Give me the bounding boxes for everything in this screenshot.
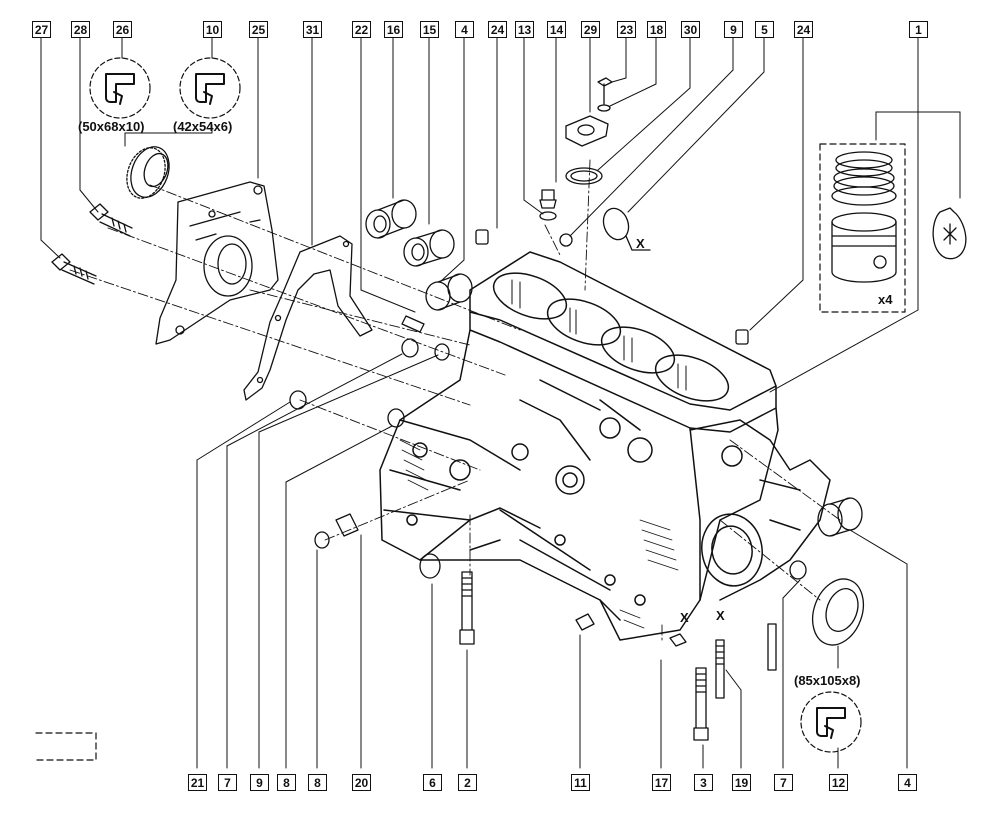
seal-12-dimension: (85x105x8) — [794, 673, 861, 688]
callout-12: 12 — [829, 774, 848, 791]
callout-6: 6 — [423, 774, 442, 791]
bush-4-right — [817, 497, 863, 537]
callout-13: 13 — [515, 21, 534, 38]
seal-profile-circles — [89, 57, 862, 753]
seal-10-dimension: (42x54x6) — [173, 119, 233, 134]
callout-14: 14 — [547, 21, 566, 38]
piston-pin-bag — [932, 207, 967, 260]
gasket-31 — [243, 235, 373, 401]
callout-24-right: 24 — [794, 21, 813, 38]
seal-10 — [126, 146, 170, 199]
callout-2: 2 — [458, 774, 477, 791]
callout-7-left: 7 — [218, 774, 237, 791]
callout-8-b: 8 — [308, 774, 327, 791]
callout-22: 22 — [352, 21, 371, 38]
callout-28: 28 — [71, 21, 90, 38]
leader-lines — [40, 37, 961, 769]
bearing-4 — [425, 273, 473, 311]
x-mark-stud-a: X — [680, 610, 689, 625]
callout-15: 15 — [420, 21, 439, 38]
callout-4-bottom: 4 — [898, 774, 917, 791]
callout-9-bottom: 9 — [250, 774, 269, 791]
callout-25: 25 — [249, 21, 268, 38]
callout-24-left: 24 — [488, 21, 507, 38]
callout-18: 18 — [647, 21, 666, 38]
x-mark-stud-b: X — [716, 608, 725, 623]
callout-9-top: 9 — [724, 21, 743, 38]
hatching — [399, 439, 679, 629]
axis-lines — [69, 159, 841, 641]
callout-5: 5 — [755, 21, 774, 38]
bearing-16 — [365, 199, 417, 239]
bolt-27 — [51, 253, 97, 285]
callout-10: 10 — [203, 21, 222, 38]
x-mark-plug: X — [636, 236, 645, 251]
seal-26-dimension: (50x68x10) — [78, 119, 145, 134]
callout-17: 17 — [652, 774, 671, 791]
piston-quantity-label: x4 — [878, 292, 893, 307]
callout-21: 21 — [188, 774, 207, 791]
piston-assembly — [831, 151, 897, 283]
seal-profiles — [105, 73, 846, 739]
callout-23: 23 — [617, 21, 636, 38]
housing-29 — [565, 115, 609, 147]
callout-3: 3 — [694, 774, 713, 791]
callout-30: 30 — [681, 21, 700, 38]
small-parts — [289, 77, 807, 647]
plug-17 — [669, 633, 687, 647]
callout-11: 11 — [571, 774, 590, 791]
timing-cover-25 — [155, 181, 279, 345]
plug-13 — [539, 189, 557, 209]
cylinder-block — [379, 251, 831, 641]
pin-22 — [401, 315, 425, 333]
dashed-boxes — [35, 143, 906, 761]
callout-31: 31 — [303, 21, 322, 38]
callout-16: 16 — [384, 21, 403, 38]
callout-7-right: 7 — [774, 774, 793, 791]
callout-1: 1 — [909, 21, 928, 38]
callout-26: 26 — [113, 21, 132, 38]
callout-27: 27 — [32, 21, 51, 38]
bolt-28 — [89, 203, 133, 237]
bolt-23 — [597, 77, 613, 105]
callout-20: 20 — [352, 774, 371, 791]
dowel-20 — [335, 513, 359, 537]
studs — [459, 571, 777, 741]
callout-8-a: 8 — [277, 774, 296, 791]
callout-4: 4 — [455, 21, 474, 38]
bearing-15 — [403, 229, 455, 267]
callout-29: 29 — [581, 21, 600, 38]
seal-12 — [811, 578, 865, 646]
plug-11 — [575, 613, 595, 631]
callout-19: 19 — [732, 774, 751, 791]
